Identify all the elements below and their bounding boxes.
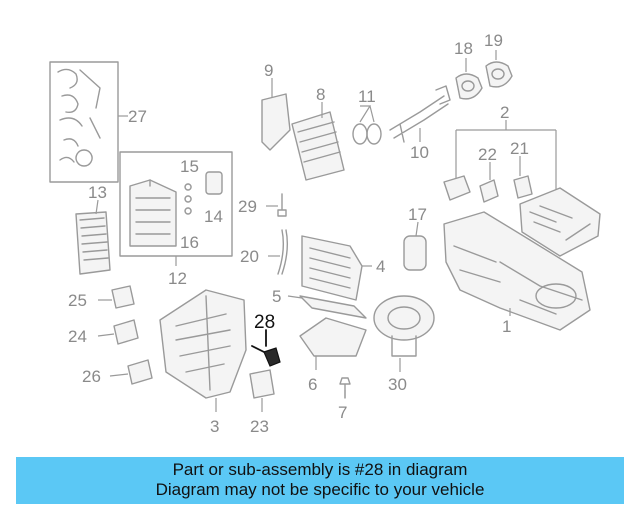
callout-8: 8 [316,85,325,104]
callout-15: 15 [180,157,199,176]
part-18-seal [455,58,483,100]
callout-18: 18 [454,39,473,58]
callout-22: 22 [478,145,497,164]
banner-line-1: Part or sub-assembly is #28 in diagram [172,460,468,479]
part-21-actuator [513,156,533,199]
banner-line-2: Diagram may not be specific to your vehi… [155,480,485,499]
callout-5: 5 [272,287,281,306]
part-10-heater-pipe [389,85,451,143]
callout-12: 12 [168,269,187,288]
part-20-drain-tube [268,229,289,275]
part-2-door-actuator [443,175,471,201]
part-24-actuator [97,319,139,345]
part-22-actuator [479,162,499,203]
part-2-upper-housing [519,187,601,257]
callout-4: 4 [376,257,385,276]
callout-20: 20 [240,247,259,266]
part-1-main-housing [443,211,591,331]
part-5-seal-strip [287,295,367,319]
part-23-module [249,369,275,412]
part-30-blower-motor [373,295,435,372]
part-7-screw [339,377,351,399]
callout-9: 9 [264,61,273,80]
callout-29: 29 [238,197,257,216]
callout-10: 10 [410,143,429,162]
part-4-evaporator [301,235,372,301]
part-28-highlighted [251,329,281,367]
part-2-leaders [455,120,557,192]
part-12-evaporator-kit [119,151,233,266]
part-6-bracket [299,317,367,370]
callout-1: 1 [502,317,511,336]
callout-17: 17 [408,205,427,224]
part-17-sensor [403,221,427,271]
part-29-bolt [266,193,287,217]
callout-3: 3 [210,417,219,436]
callout-26: 26 [82,367,101,386]
part-3-lower-housing [159,289,247,412]
part-19-seal [485,50,513,88]
callout-23: 23 [250,417,269,436]
part-26-actuator [109,359,153,385]
info-banner: Part or sub-assembly is #28 in diagram D… [16,457,624,504]
callout-25: 25 [68,291,87,310]
part-8-heater-core [291,102,345,181]
callout-19: 19 [484,31,503,50]
callout-27: 27 [128,107,147,126]
callout-13: 13 [88,183,107,202]
part-25-actuator [98,285,135,309]
part-11-o-rings [352,105,382,145]
callout-30: 30 [388,375,407,394]
parts-diagram: 27 13 15 14 16 12 9 8 11 10 18 19 2 22 2… [49,31,601,436]
callout-28-highlighted: 28 [254,312,275,333]
callout-24: 24 [68,327,87,346]
part-9-bracket [261,78,291,151]
callout-6: 6 [308,375,317,394]
callout-2: 2 [500,103,509,122]
part-13-cabin-filter [75,199,111,275]
callout-11: 11 [358,87,376,106]
callout-21: 21 [510,139,529,158]
callout-14: 14 [204,207,223,226]
part-27-hose-kit [49,61,128,183]
callout-7: 7 [338,403,347,422]
callout-16: 16 [180,233,199,252]
